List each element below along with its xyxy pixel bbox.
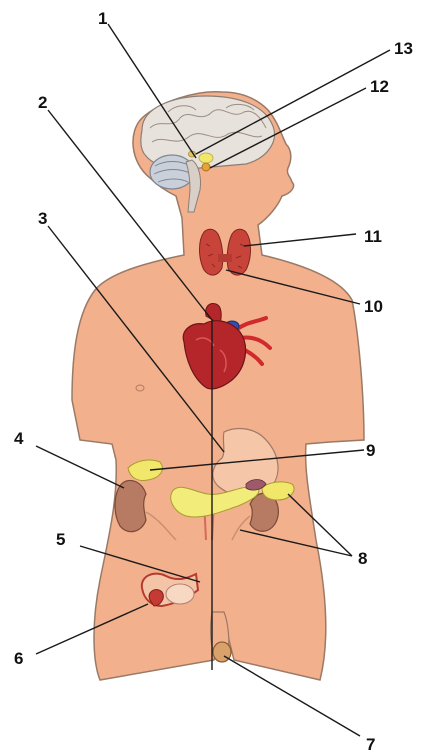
thyroid-isthmus [218,254,232,262]
label-12: 12 [370,77,389,96]
leader-4 [36,446,124,488]
label-5: 5 [56,530,65,549]
thyroid-right-lobe [227,229,250,275]
label-9: 9 [366,441,375,460]
left-kidney [115,481,146,532]
label-10: 10 [364,297,383,316]
bladder [166,584,194,604]
label-2: 2 [38,93,47,112]
hypothalamus [199,153,213,163]
label-3: 3 [38,209,47,228]
label-6: 6 [14,649,23,668]
label-13: 13 [394,39,413,58]
label-4: 4 [14,429,24,448]
leader-11 [244,234,356,246]
label-7: 7 [366,735,375,754]
label-11: 11 [364,227,382,246]
label-8: 8 [358,549,367,568]
label-1: 1 [98,9,107,28]
pituitary-gland [202,163,210,171]
thyroid-left-lobe [200,229,223,275]
